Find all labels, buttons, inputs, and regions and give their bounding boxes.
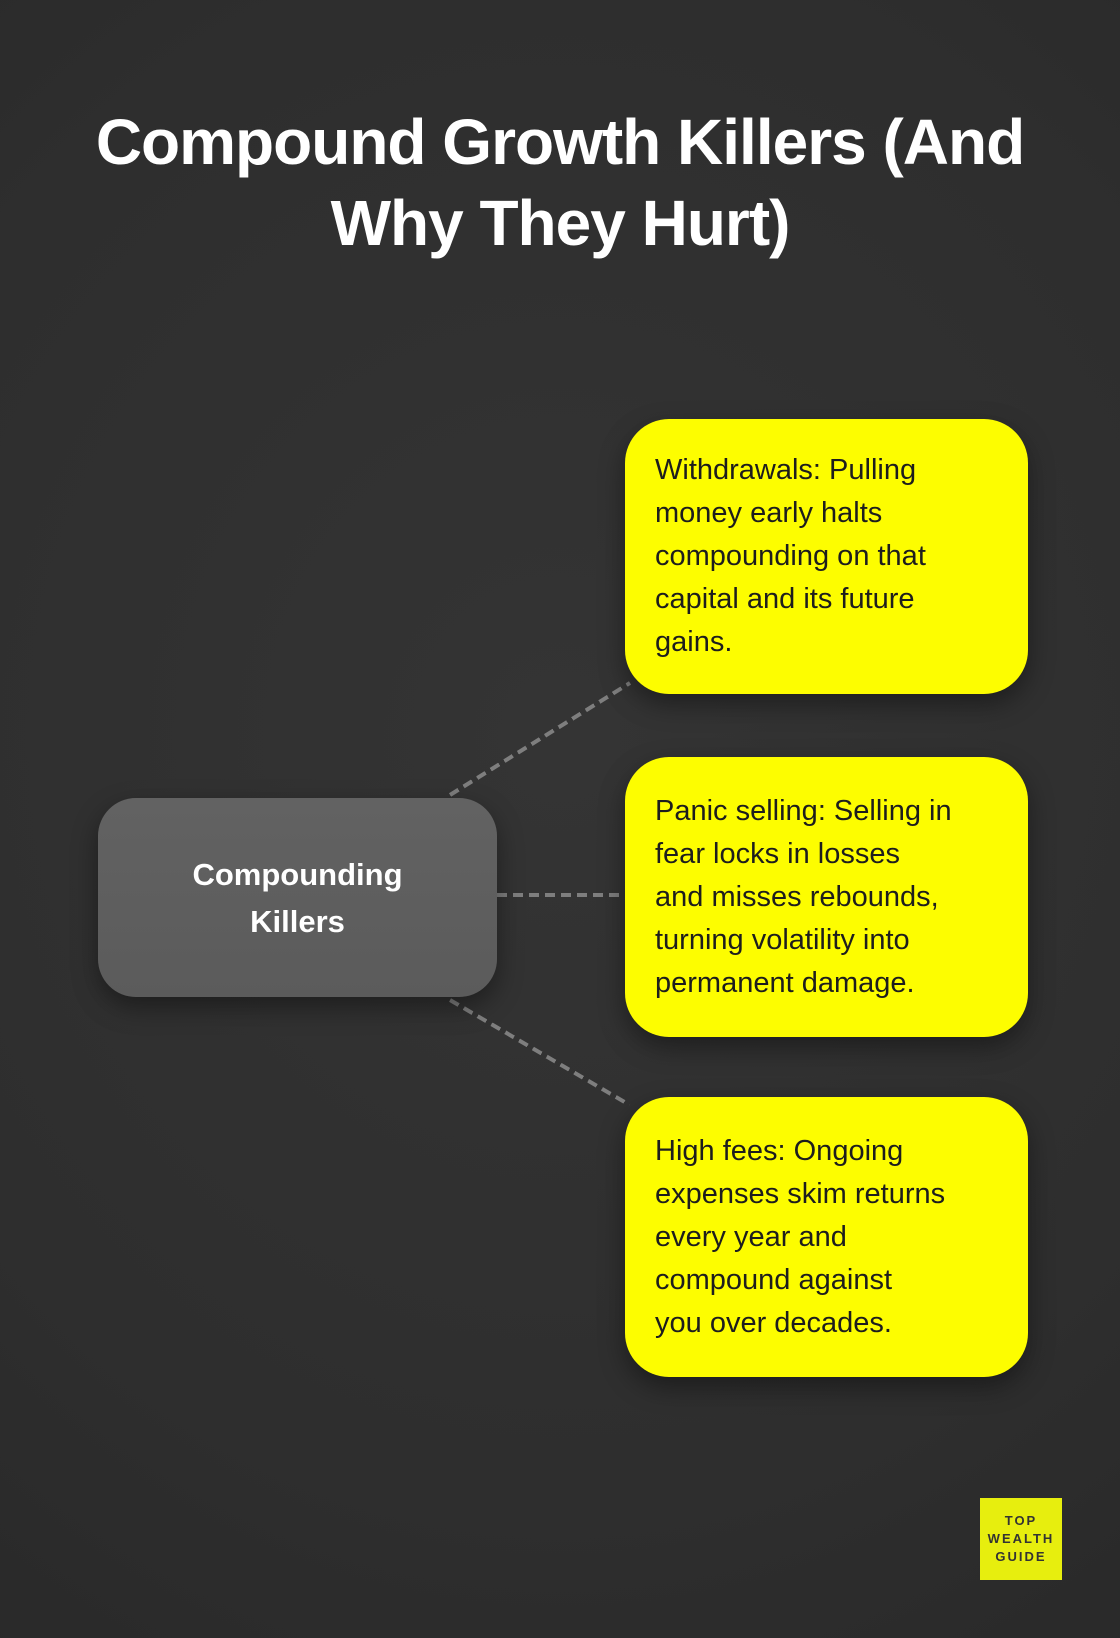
page-title: Compound Growth Killers (And Why They Hu…: [95, 106, 1025, 259]
connector-line-high-fees: [448, 998, 631, 1107]
node-withdrawals: Withdrawals: Pulling money early halts c…: [625, 419, 1028, 694]
brand-badge-text: TOP WEALTH GUIDE: [987, 1513, 1055, 1564]
node-high-fees-text: High fees: Ongoing expenses skim returns…: [655, 1134, 946, 1339]
connector-line-withdrawals: [448, 681, 632, 797]
center-node-label: Compounding Killers: [192, 856, 403, 939]
connector-line-panic-selling: [497, 893, 627, 897]
node-high-fees: High fees: Ongoing expenses skim returns…: [625, 1097, 1028, 1377]
node-withdrawals-text: Withdrawals: Pulling money early halts c…: [655, 454, 926, 658]
node-panic-selling-text: Panic selling: Selling in fear locks in …: [655, 794, 952, 999]
brand-badge: TOP WEALTH GUIDE: [980, 1498, 1062, 1580]
node-panic-selling: Panic selling: Selling in fear locks in …: [625, 757, 1028, 1037]
center-node-compounding-killers: Compounding Killers: [98, 798, 497, 997]
